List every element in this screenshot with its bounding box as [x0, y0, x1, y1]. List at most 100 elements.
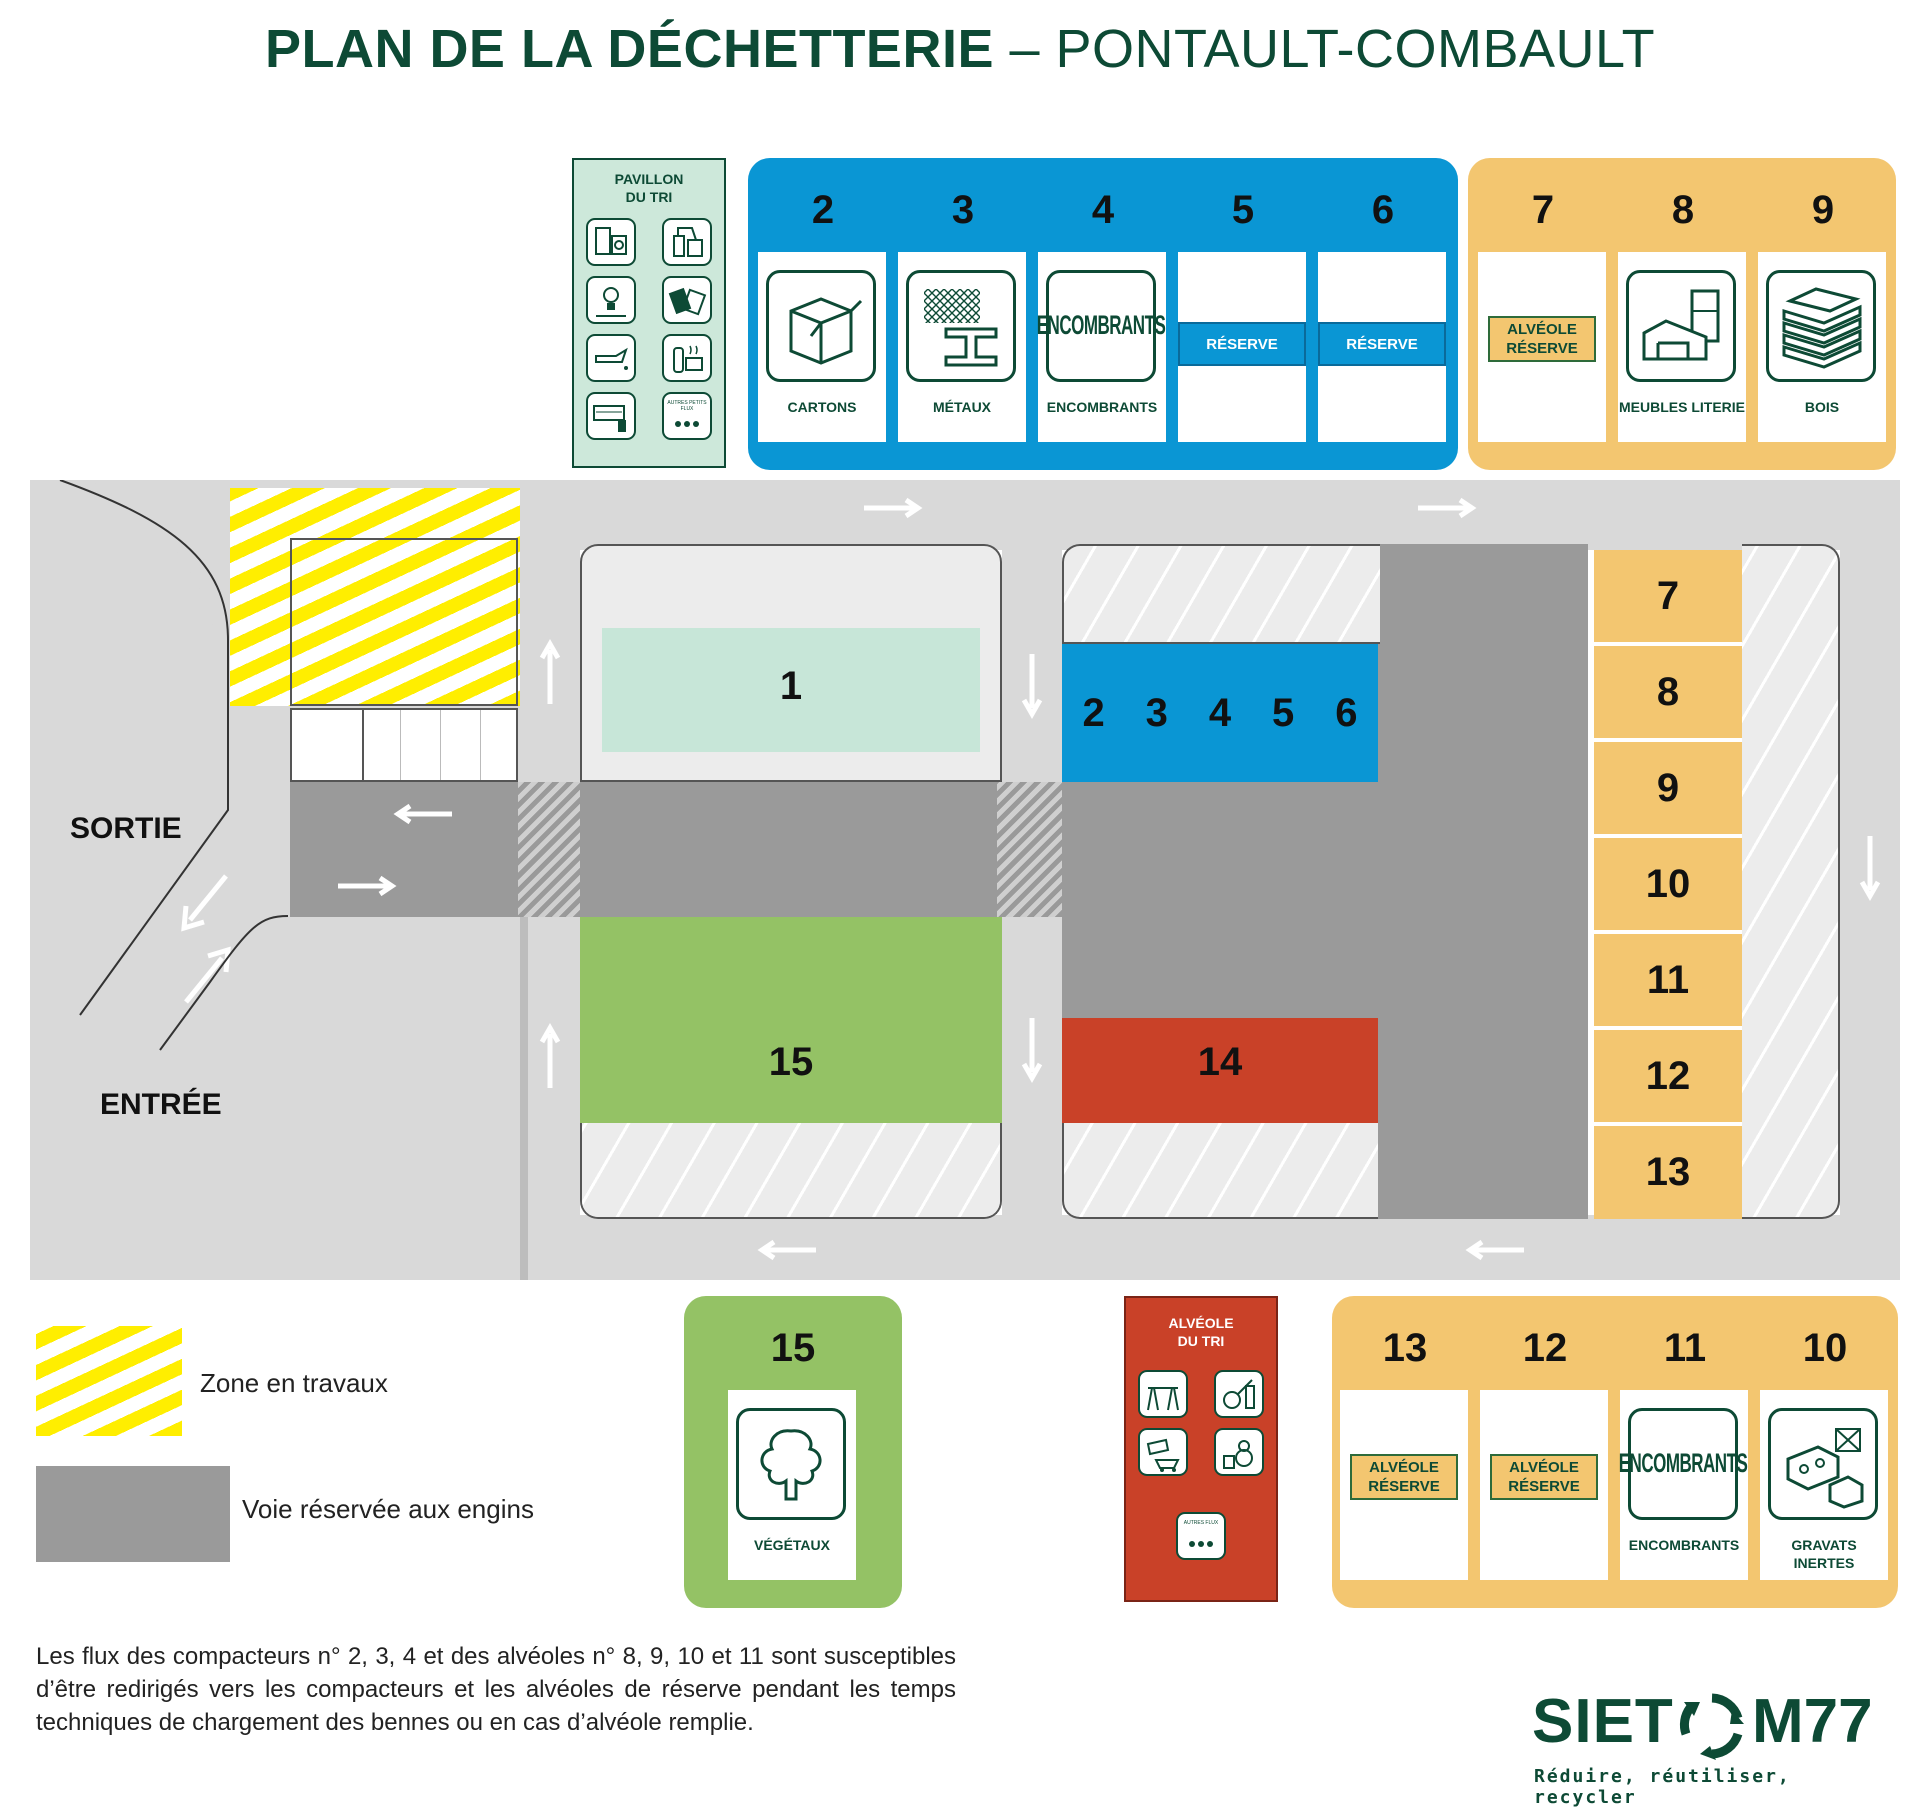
sortie-label: SORTIE: [70, 812, 182, 845]
road-bottom: [520, 1215, 1900, 1280]
arrow-down-icon: [1021, 654, 1043, 720]
logo-text-left: SIET: [1532, 1687, 1674, 1756]
alveole-8-cell: 8: [1594, 646, 1742, 742]
map-number: 6: [1335, 690, 1358, 735]
slot-label: GRAVATS INERTES: [1791, 1537, 1857, 1571]
slot-number: 13: [1382, 1326, 1428, 1370]
reserve-band: RÉSERVE: [1318, 322, 1446, 366]
arrow-entry-icon: [184, 946, 231, 1004]
arrow-exit-icon: [181, 874, 228, 932]
zone-travaux-outline: [290, 538, 518, 706]
slot-7-card: ALVÉOLE RÉSERVE: [1478, 252, 1606, 442]
parking-right-strip: [1742, 544, 1840, 1219]
curb-line: [520, 915, 528, 1280]
crossing-left: [518, 782, 580, 917]
arrow-left-icon: [393, 803, 452, 825]
alveole-11-cell: 11: [1594, 934, 1742, 1030]
slot-11-card: ENCOMBRANTS ENCOMBRANTS: [1619, 1390, 1748, 1580]
arrow-right-icon: [864, 497, 923, 519]
arrow-right-icon: [1418, 497, 1477, 519]
electronics-icon: [586, 392, 636, 440]
slot-label: ENCOMBRANTS: [1046, 399, 1158, 415]
slot-number: 15: [770, 1326, 816, 1370]
legend-travaux-label: Zone en travaux: [200, 1368, 388, 1398]
alveole-13-cell: 13: [1594, 1126, 1742, 1219]
alveole-reserve-band: ALVÉOLE RÉSERVE: [1488, 316, 1596, 362]
slot-number: 12: [1522, 1326, 1568, 1370]
alveoles-bottom-panel: 13 ALVÉOLE RÉSERVE 12 ALVÉOLE RÉSERVE 11…: [1332, 1296, 1898, 1608]
slot-5-card: RÉSERVE: [1178, 252, 1306, 442]
slot-number: 2: [811, 188, 835, 232]
slot-label: ENCOMBRANTS: [1628, 1537, 1740, 1553]
slot-9-card: BOIS: [1758, 252, 1886, 442]
slot-label: CARTONS: [787, 399, 857, 415]
appliance-icon: [586, 218, 636, 266]
arrow-down-icon: [1859, 836, 1881, 902]
parking-strip: [290, 708, 518, 782]
alveole-tri-title-1: ALVÉOLE: [1168, 1315, 1234, 1331]
encombrants-icon: ENCOMBRANTS: [1619, 1408, 1748, 1520]
legend-engins-swatch: [36, 1466, 230, 1562]
slot-number: 7: [1531, 188, 1555, 232]
zone-15-area: [580, 917, 1002, 1123]
slot-label: MÉTAUX: [932, 399, 992, 415]
vegetaux-panel: 15 VÉGÉTAUX: [684, 1296, 902, 1608]
more-dots-icon: AUTRES PETITS FLUX: [662, 392, 712, 440]
slot-number: 6: [1371, 188, 1395, 232]
zone-1-label: 1: [779, 664, 803, 708]
map-number: 2: [1082, 690, 1105, 735]
arrow-down-icon: [1021, 1018, 1043, 1084]
alveoles-top-panel: 7 ALVÉOLE RÉSERVE 8 MEUBLES LITERIE 9 BO…: [1468, 158, 1896, 470]
metal-icon: [906, 270, 1016, 382]
parking-top-right: [1062, 544, 1380, 644]
title-location: PONTAULT-COMBAULT: [1055, 19, 1656, 79]
slot-label: VÉGÉTAUX: [754, 1537, 830, 1553]
box-icon: [766, 270, 876, 382]
alveole-9-cell: 9: [1594, 742, 1742, 838]
slot-8-card: MEUBLES LITERIE: [1618, 252, 1746, 442]
tools-icon: [1138, 1428, 1188, 1476]
slot-number: 11: [1663, 1326, 1707, 1370]
alveole-10-cell: 10: [1594, 838, 1742, 934]
slot-label: BOIS: [1804, 399, 1840, 415]
sport-icon: [1214, 1370, 1264, 1418]
tree-icon: [736, 1408, 846, 1520]
battery-icon: [662, 276, 712, 324]
slot-label: MEUBLES LITERIE: [1618, 399, 1745, 415]
arrow-up-icon: [539, 638, 561, 704]
page-title: PLAN DE LA DÉCHETTERIE – PONTAULT-COMBAU…: [0, 18, 1920, 80]
slot-number: 3: [951, 188, 975, 232]
more-dots-icon: AUTRES FLUX: [1176, 1512, 1226, 1560]
entrance-curve: [30, 480, 230, 1040]
title-bold: PLAN DE LA DÉCHETTERIE: [264, 19, 994, 79]
alveole-reserve-band: ALVÉOLE RÉSERVE: [1490, 1454, 1598, 1500]
legend-travaux-swatch: [36, 1326, 182, 1436]
vegetaux-card: VÉGÉTAUX: [728, 1390, 856, 1580]
slot-number: 10: [1802, 1326, 1848, 1370]
alveole-reserve-band: ALVÉOLE RÉSERVE: [1350, 1454, 1458, 1500]
wood-icon: [1766, 270, 1876, 382]
slot-6-card: RÉSERVE: [1318, 252, 1446, 442]
slot-2-card: CARTONS: [758, 252, 886, 442]
alveole-7-cell: 7: [1594, 550, 1742, 646]
alveole-du-tri-card: ALVÉOLE DU TRI AUTRES FLUX: [1124, 1296, 1278, 1602]
pavillon-title-1: PAVILLON: [614, 171, 684, 187]
recycle-icon: [1679, 1693, 1744, 1760]
trestle-icon: [1138, 1370, 1188, 1418]
slot-number: 5: [1231, 188, 1255, 232]
rubble-icon: [1768, 1408, 1878, 1520]
logo-text-right: M77: [1752, 1687, 1873, 1756]
zone-14-label: 14: [1197, 1040, 1243, 1084]
legend-engins-label: Voie réservée aux engins: [242, 1494, 534, 1524]
slot-number: 9: [1811, 188, 1835, 232]
slot-4-card: ENCOMBRANTS ENCOMBRANTS: [1037, 252, 1166, 442]
pavillon-du-tri-card: PAVILLON DU TRI AUTRES PETITS FLUX: [572, 158, 726, 468]
encombrants-icon-text: ENCOMBRANTS: [1618, 1448, 1748, 1479]
parking-bottom-left: [582, 1123, 1000, 1217]
entree-label: ENTRÉE: [100, 1088, 222, 1121]
pavillon-autres-label: AUTRES PETITS FLUX: [667, 400, 707, 412]
map-number: 3: [1145, 690, 1168, 735]
compacteurs-panel: 2 CARTONS 3 MÉTAUX 4 ENCOMBRANTS ENCOMBR…: [748, 158, 1458, 470]
bottle-pan-icon: [662, 334, 712, 382]
footnote: Les flux des compacteurs n° 2, 3, 4 et d…: [36, 1643, 956, 1736]
